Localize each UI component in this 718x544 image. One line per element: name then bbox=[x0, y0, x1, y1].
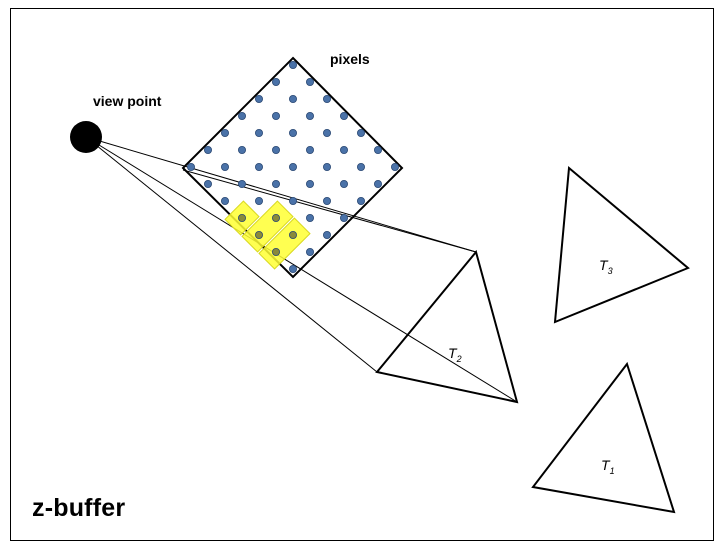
pixel-dot bbox=[339, 112, 348, 121]
pixels-label: pixels bbox=[330, 51, 370, 67]
pixel-dot bbox=[271, 78, 280, 87]
pixel-dot bbox=[271, 112, 280, 121]
pixel-dot bbox=[271, 145, 280, 154]
pixel-dot bbox=[203, 145, 212, 154]
pixel-dot bbox=[356, 162, 365, 171]
t1-label: T1 bbox=[601, 457, 615, 476]
pixel-dot bbox=[373, 179, 382, 188]
pixel-dots bbox=[186, 61, 399, 273]
pixel-dot bbox=[220, 128, 229, 137]
pixel-dot bbox=[305, 179, 314, 188]
pixel-dot bbox=[288, 61, 297, 70]
view-point-label: view point bbox=[93, 93, 162, 109]
pixel-grid-outline bbox=[181, 56, 404, 279]
pixel-dot bbox=[237, 179, 246, 188]
pixel-dot bbox=[339, 213, 348, 222]
pixel-dot bbox=[203, 179, 212, 188]
pixel-dot bbox=[288, 196, 297, 205]
pixel-dot bbox=[390, 162, 399, 171]
pixel-dot bbox=[271, 247, 280, 256]
pixel-dot bbox=[305, 145, 314, 154]
sight-line-1 bbox=[85, 136, 477, 253]
pixel-dot bbox=[254, 95, 263, 104]
pixel-dot bbox=[339, 145, 348, 154]
pixel-dot bbox=[288, 230, 297, 239]
pixel-dot bbox=[322, 95, 331, 104]
triangle-t1 bbox=[531, 361, 676, 514]
pixel-dot bbox=[305, 78, 314, 87]
pixel-dot bbox=[373, 145, 382, 154]
pixel-dot bbox=[305, 213, 314, 222]
pixel-dot bbox=[254, 196, 263, 205]
view-point-marker bbox=[70, 121, 102, 153]
pixel-dot bbox=[305, 247, 314, 256]
pixel-dot bbox=[288, 95, 297, 104]
highlighted-pixel-bars bbox=[224, 200, 311, 270]
pixel-dot bbox=[339, 179, 348, 188]
pixel-dot bbox=[356, 128, 365, 137]
t2-label: T2 bbox=[448, 345, 462, 364]
pixel-dot bbox=[186, 162, 195, 171]
pixel-dot bbox=[254, 162, 263, 171]
pixel-dot bbox=[322, 230, 331, 239]
pixel-dot bbox=[322, 128, 331, 137]
pixel-dot bbox=[220, 162, 229, 171]
highlight-bar bbox=[258, 217, 311, 270]
diagram-title: z-buffer bbox=[32, 494, 126, 522]
sight-line-2 bbox=[85, 136, 378, 373]
pixel-dot bbox=[271, 179, 280, 188]
pixel-dot bbox=[288, 128, 297, 137]
pixel-dot bbox=[288, 264, 297, 273]
pixel-dot bbox=[237, 112, 246, 121]
sight-line-4 bbox=[182, 169, 477, 253]
pixel-dot bbox=[254, 230, 263, 239]
pixel-dot bbox=[305, 112, 314, 121]
triangle-t3 bbox=[553, 166, 690, 324]
pixel-dot bbox=[237, 213, 246, 222]
pixel-dot bbox=[271, 213, 280, 222]
highlight-bar bbox=[241, 200, 294, 253]
pixel-dot bbox=[322, 196, 331, 205]
diagram-frame bbox=[10, 8, 714, 541]
pixel-dot bbox=[254, 128, 263, 137]
pixel-dot bbox=[237, 145, 246, 154]
pixel-dot bbox=[220, 196, 229, 205]
triangle-t2 bbox=[375, 249, 519, 404]
pixel-dot bbox=[288, 162, 297, 171]
pixel-dot bbox=[356, 196, 365, 205]
pixel-dot bbox=[322, 162, 331, 171]
t3-label: T3 bbox=[599, 257, 613, 276]
